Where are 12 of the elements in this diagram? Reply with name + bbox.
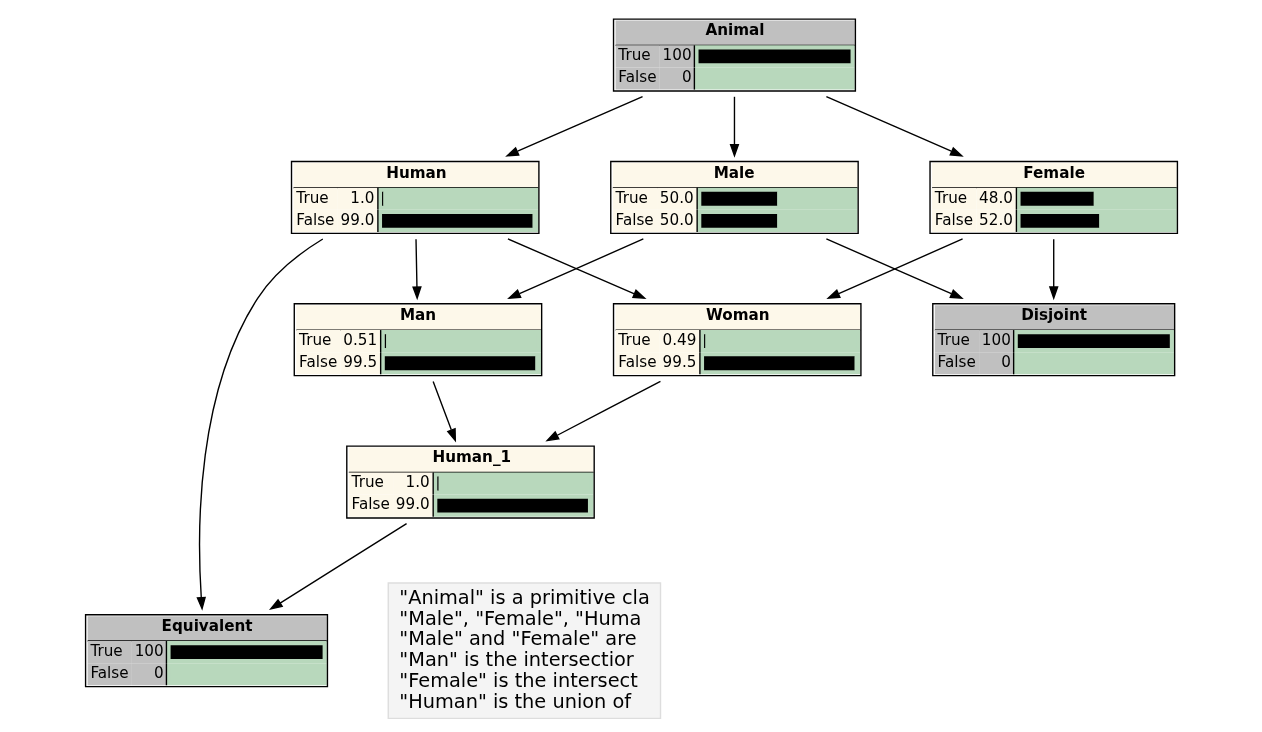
label: "Animal" is a primitive cla: [398, 585, 650, 609]
arrow: [729, 96, 739, 158]
arrow: [431, 380, 456, 443]
arrow: [1048, 238, 1059, 301]
arrow: [544, 380, 661, 442]
arrow: [195, 238, 323, 611]
arrow: [411, 238, 422, 301]
arrow: [504, 95, 643, 157]
label: "Male" and "Female" are: [398, 627, 637, 651]
arrow: [825, 95, 964, 157]
arrow: [268, 522, 407, 611]
label: "Human" is the union of: [398, 689, 631, 713]
